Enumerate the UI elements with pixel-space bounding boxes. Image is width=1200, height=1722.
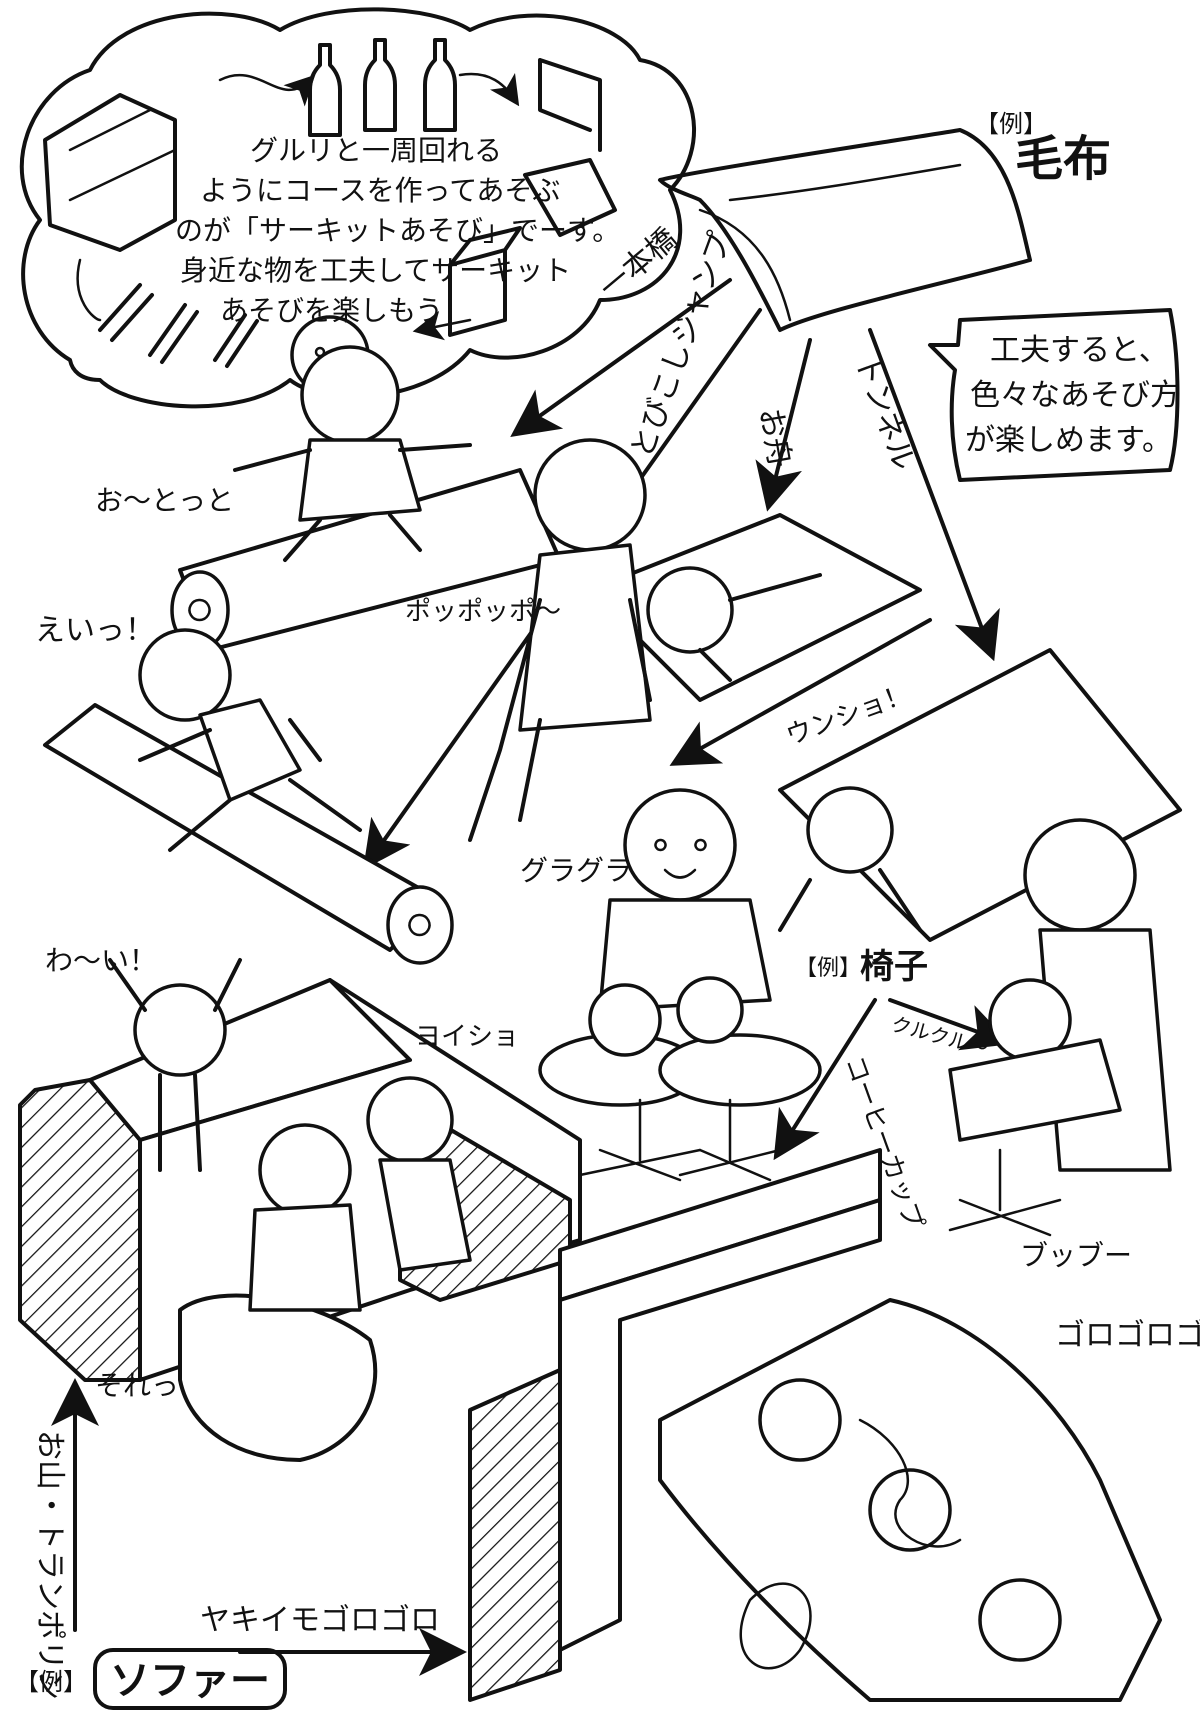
bubble-text: グルリと一周回れる ようにコースを作ってあそぶ のが「サーキットあそび」でーす。… bbox=[175, 134, 620, 327]
blanket-example-name: 毛布 bbox=[1015, 131, 1111, 187]
jump-roll-scene: えいっ！ bbox=[35, 613, 454, 965]
bubble-bottles-drawing bbox=[218, 38, 520, 137]
arrow-labels: 一本橋 とびこしジャンプ お舟 トンネル bbox=[593, 221, 922, 474]
sound-goro: ゴロゴロゴロ bbox=[1055, 1318, 1200, 1353]
coffee-cup-scene: グラグラ bbox=[520, 788, 822, 1182]
sound-yoisho: ヨイショ bbox=[415, 1022, 519, 1052]
bubble-sofa-drawing bbox=[43, 93, 177, 252]
boat-scene: ポッポッポ～ bbox=[405, 438, 922, 842]
sofa-rolling-scene: ゴロゴロゴロ bbox=[468, 1148, 1200, 1702]
sound-sore: それっ bbox=[95, 1369, 179, 1402]
sofa-mountain-scene: わ～い！ ヨイショ それっ bbox=[18, 944, 582, 1462]
sound-ottotto: お～とっと bbox=[95, 484, 234, 517]
sofa-example: お山・トランポリン 【例】 ソファー ヤキイモゴロゴロ bbox=[15, 1378, 467, 1710]
blanket-example-tag: 【例】 bbox=[975, 110, 1047, 138]
sound-waii: わ～い！ bbox=[45, 944, 157, 977]
chair-example-tag: 【例】 bbox=[795, 956, 861, 981]
tip-line-2: 色々なあそび方 bbox=[970, 378, 1180, 413]
chair-example-name: 椅子 bbox=[860, 947, 928, 987]
tip-line-1: 工夫すると、 bbox=[990, 333, 1169, 368]
sofa-example-name: ソファー bbox=[110, 1658, 270, 1704]
blanket-example: 【例】 毛布 bbox=[658, 110, 1111, 332]
sound-poppo: ポッポッポ～ bbox=[405, 597, 561, 627]
tip-bubble: 工夫すると、 色々なあそび方 が楽しめます。 bbox=[928, 308, 1180, 482]
bubble-line-3: のが「サーキットあそび」でーす。 bbox=[175, 214, 620, 247]
tip-line-3: が楽しめます。 bbox=[965, 423, 1172, 458]
sound-eiii: えいっ！ bbox=[35, 613, 155, 648]
thought-bubble: グルリと一周回れる ようにコースを作ってあそぶ のが「サーキットあそび」でーす。… bbox=[19, 7, 696, 409]
label-yakiimo: ヤキイモゴロゴロ bbox=[200, 1603, 440, 1638]
bubble-line-1: グルリと一周回れる bbox=[250, 134, 502, 167]
bubble-line-5: あそびを楽しもう！ bbox=[220, 294, 471, 327]
car-chair-scene: ブッブー bbox=[948, 818, 1172, 1272]
bubble-line-2: ようにコースを作ってあそぶ bbox=[200, 174, 560, 207]
sound-bubuu: ブッブー bbox=[1020, 1239, 1132, 1272]
sofa-example-tag: 【例】 bbox=[15, 1668, 87, 1696]
bubble-line-4: 身近な物を工夫してサーキット bbox=[180, 254, 571, 287]
bubble-chair-box-drawing bbox=[448, 58, 617, 337]
bubble-rolls-drawing bbox=[76, 258, 259, 368]
label-omiyama: お山・トランポリン bbox=[32, 1430, 67, 1700]
label-tonneru: トンネル bbox=[847, 351, 921, 475]
sound-guragura: グラグラ bbox=[520, 854, 632, 887]
